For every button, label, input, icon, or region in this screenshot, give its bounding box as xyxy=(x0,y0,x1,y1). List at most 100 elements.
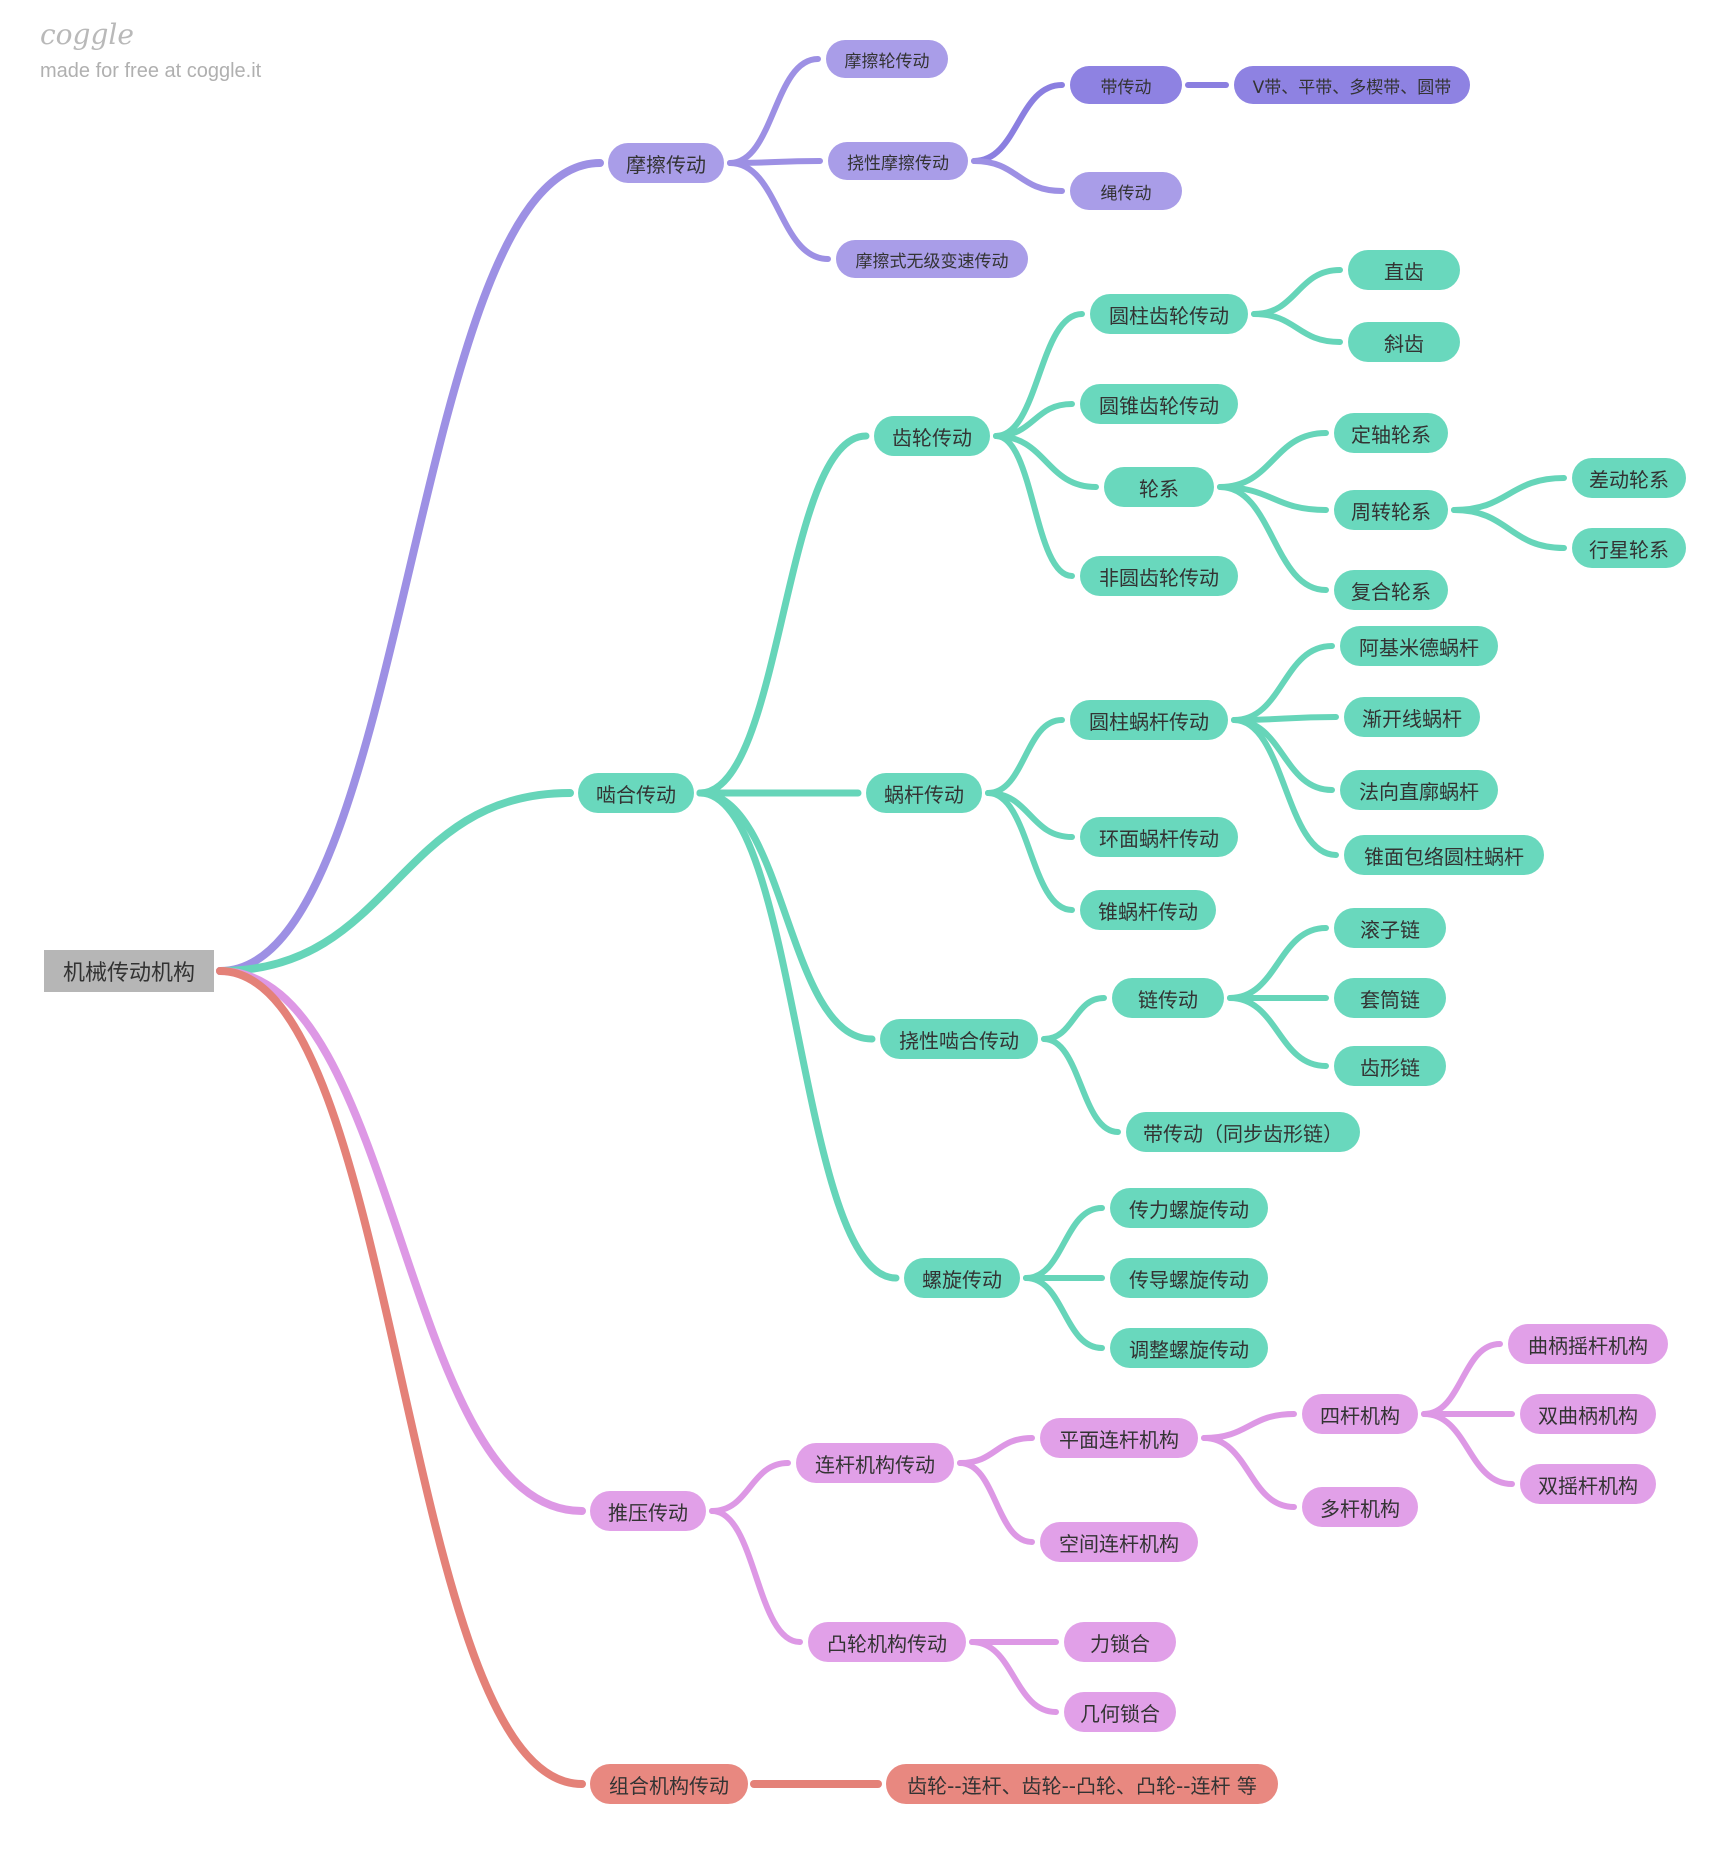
node-combination[interactable]: 组合机构传动 xyxy=(590,1764,748,1804)
node-sync-belt[interactable]: 带传动（同步齿形链） xyxy=(1126,1112,1360,1152)
node-compound-train[interactable]: 复合轮系 xyxy=(1334,570,1448,610)
node-mesh[interactable]: 啮合传动 xyxy=(578,773,694,813)
node-label: 啮合传动 xyxy=(596,782,676,807)
node-label: 挠性摩擦传动 xyxy=(847,153,949,174)
connector-power-screw xyxy=(1023,1205,1105,1281)
node-adjust-screw[interactable]: 调整螺旋传动 xyxy=(1110,1328,1268,1368)
node-archimedes-worm[interactable]: 阿基米德蜗杆 xyxy=(1340,626,1498,666)
node-label: 摩擦式无级变速传动 xyxy=(855,251,1009,272)
node-friction-wheel[interactable]: 摩擦轮传动 xyxy=(826,40,948,78)
connector-four-bar xyxy=(1201,1411,1297,1441)
node-label: 摩擦传动 xyxy=(626,152,706,177)
node-normal-straight-worm[interactable]: 法向直廓蜗杆 xyxy=(1340,770,1498,810)
node-label: 锥面包络圆柱蜗杆 xyxy=(1364,844,1524,869)
connector-rope xyxy=(971,158,1065,194)
node-label: 直齿 xyxy=(1384,259,1424,284)
node-spur[interactable]: 直齿 xyxy=(1348,250,1460,290)
node-fixed-axis-train[interactable]: 定轴轮系 xyxy=(1334,413,1448,453)
node-label: 复合轮系 xyxy=(1351,579,1431,604)
node-label: 双曲柄机构 xyxy=(1538,1403,1638,1428)
node-combination-examples[interactable]: 齿轮--连杆、齿轮--凸轮、凸轮--连杆 等 xyxy=(886,1764,1278,1804)
node-chain[interactable]: 链传动 xyxy=(1112,978,1224,1018)
watermark-text: made for free at coggle.it xyxy=(40,60,262,82)
node-label: 渐开线蜗杆 xyxy=(1362,706,1462,731)
node-belt-types[interactable]: V带、平带、多楔带、圆带 xyxy=(1234,66,1470,104)
node-gear-train[interactable]: 轮系 xyxy=(1104,467,1214,507)
node-label: 圆柱蜗杆传动 xyxy=(1089,709,1209,734)
root-node[interactable]: 机械传动机构 xyxy=(44,950,214,992)
node-toroidal-worm[interactable]: 环面蜗杆传动 xyxy=(1080,817,1238,857)
node-screw[interactable]: 螺旋传动 xyxy=(904,1258,1020,1298)
node-label: 螺旋传动 xyxy=(922,1267,1002,1292)
node-friction[interactable]: 摩擦传动 xyxy=(608,143,724,183)
node-force-closure[interactable]: 力锁合 xyxy=(1064,1622,1176,1662)
connector-friction xyxy=(216,159,604,975)
connector-mesh xyxy=(216,789,574,975)
node-cam[interactable]: 凸轮机构传动 xyxy=(808,1622,966,1662)
connector-belt xyxy=(971,82,1065,164)
node-spiroid-worm[interactable]: 锥蜗杆传动 xyxy=(1080,890,1216,930)
node-label: 齿轮--连杆、齿轮--凸轮、凸轮--连杆 等 xyxy=(907,1773,1257,1798)
node-noncircular-gear[interactable]: 非圆齿轮传动 xyxy=(1080,556,1238,596)
connector-sync-belt xyxy=(1041,1036,1121,1135)
node-label: 空间连杆机构 xyxy=(1059,1531,1179,1556)
node-label: 带传动（同步齿形链） xyxy=(1143,1121,1343,1146)
node-friction-cvt[interactable]: 摩擦式无级变速传动 xyxy=(836,240,1028,278)
connector-cone-envelope-worm xyxy=(1231,717,1339,858)
node-differential-train[interactable]: 差动轮系 xyxy=(1572,458,1686,498)
node-cylindrical-gear[interactable]: 圆柱齿轮传动 xyxy=(1090,294,1248,334)
connector-chain xyxy=(1041,995,1107,1042)
node-label: 滚子链 xyxy=(1360,917,1420,942)
node-linkage[interactable]: 连杆机构传动 xyxy=(796,1443,954,1483)
node-label: 齿形链 xyxy=(1360,1055,1420,1080)
node-label: V带、平带、多楔带、圆带 xyxy=(1252,77,1452,98)
node-label: 带传动 xyxy=(1100,77,1152,98)
node-spatial-linkage[interactable]: 空间连杆机构 xyxy=(1040,1522,1198,1562)
node-crank-rocker[interactable]: 曲柄摇杆机构 xyxy=(1508,1324,1668,1364)
node-helical[interactable]: 斜齿 xyxy=(1348,322,1460,362)
connector-form-closure xyxy=(969,1639,1059,1715)
node-belt[interactable]: 带传动 xyxy=(1070,66,1182,104)
connector-planar-linkage xyxy=(957,1435,1035,1466)
node-involute-worm[interactable]: 渐开线蜗杆 xyxy=(1344,697,1480,737)
connector-double-rocker xyxy=(1421,1411,1515,1487)
node-label: 传导螺旋传动 xyxy=(1129,1267,1249,1292)
node-cone-envelope-worm[interactable]: 锥面包络圆柱蜗杆 xyxy=(1344,835,1544,875)
node-label: 斜齿 xyxy=(1384,331,1424,356)
node-epicyclic-train[interactable]: 周转轮系 xyxy=(1334,490,1448,530)
node-four-bar[interactable]: 四杆机构 xyxy=(1302,1394,1418,1434)
node-push[interactable]: 推压传动 xyxy=(590,1491,706,1531)
node-label: 凸轮机构传动 xyxy=(827,1631,947,1656)
node-label: 曲柄摇杆机构 xyxy=(1528,1333,1648,1358)
node-label: 齿轮传动 xyxy=(892,425,972,450)
node-worm[interactable]: 蜗杆传动 xyxy=(866,773,982,813)
node-double-rocker[interactable]: 双摇杆机构 xyxy=(1520,1464,1656,1504)
node-flexible-friction[interactable]: 挠性摩擦传动 xyxy=(828,142,968,180)
node-label: 圆柱齿轮传动 xyxy=(1109,303,1229,328)
connector-flexible-mesh xyxy=(696,789,876,1043)
node-rope[interactable]: 绳传动 xyxy=(1070,172,1182,210)
node-silent-chain[interactable]: 齿形链 xyxy=(1334,1046,1446,1086)
node-planar-linkage[interactable]: 平面连杆机构 xyxy=(1040,1418,1198,1458)
connector-compound-train xyxy=(1217,484,1329,593)
node-label: 力锁合 xyxy=(1090,1631,1150,1656)
node-form-closure[interactable]: 几何锁合 xyxy=(1064,1692,1176,1732)
node-multi-bar[interactable]: 多杆机构 xyxy=(1302,1487,1418,1527)
node-planetary-train[interactable]: 行星轮系 xyxy=(1572,528,1686,568)
node-double-crank[interactable]: 双曲柄机构 xyxy=(1520,1394,1656,1434)
connector-planetary-train xyxy=(1451,507,1567,551)
node-lead-screw[interactable]: 传导螺旋传动 xyxy=(1110,1258,1268,1298)
node-flexible-mesh[interactable]: 挠性啮合传动 xyxy=(880,1019,1038,1059)
node-cylindrical-worm[interactable]: 圆柱蜗杆传动 xyxy=(1070,700,1228,740)
node-label: 阿基米德蜗杆 xyxy=(1359,635,1479,660)
node-bush-chain[interactable]: 套筒链 xyxy=(1334,978,1446,1018)
node-bevel-gear[interactable]: 圆锥齿轮传动 xyxy=(1080,384,1238,424)
node-label: 行星轮系 xyxy=(1589,537,1669,562)
connector-spiroid-worm xyxy=(985,790,1075,913)
node-power-screw[interactable]: 传力螺旋传动 xyxy=(1110,1188,1268,1228)
node-roller-chain[interactable]: 滚子链 xyxy=(1334,908,1446,948)
node-label: 几何锁合 xyxy=(1080,1701,1160,1726)
node-gear[interactable]: 齿轮传动 xyxy=(874,416,990,456)
node-label: 锥蜗杆传动 xyxy=(1098,899,1198,924)
